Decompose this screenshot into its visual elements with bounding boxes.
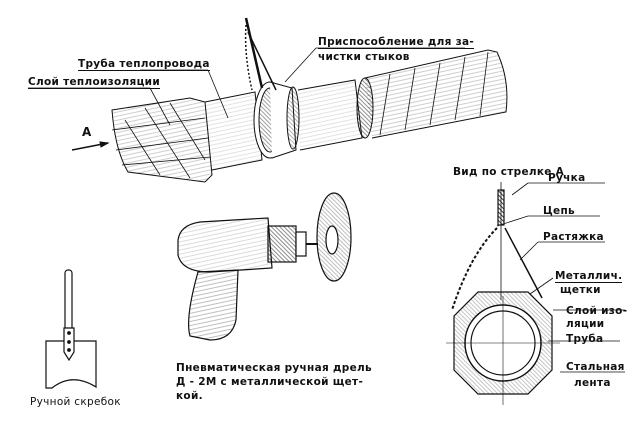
drill-grip	[188, 269, 239, 341]
drill-caption-line1: Пневматическая ручная дрель	[176, 362, 372, 374]
label-insulation-layer-line1: Слой изо-	[566, 305, 628, 317]
pipe-assembly	[28, 17, 508, 183]
pneumatic-drill	[177, 192, 352, 341]
hand-scraper	[45, 269, 97, 389]
label-device-line2: чистки стыков	[318, 51, 410, 63]
right-insulation-segment	[364, 49, 508, 139]
label-brushes-line1: Металлич.	[555, 270, 623, 283]
device-brace	[247, 31, 277, 91]
label-pipe: Труба теплопровода	[78, 58, 210, 71]
drill-caption-line2: Д - 2М с металлической щет-	[176, 376, 364, 388]
scraper-caption: Ручной скребок	[30, 396, 121, 408]
label-insulation: Слой теплоизоляции	[28, 76, 160, 89]
label-device-line1: Приспособление для за-	[318, 36, 475, 49]
section-brace	[504, 227, 543, 299]
label-handle: Ручка	[548, 172, 586, 184]
label-arrow-a: А	[82, 125, 92, 139]
scraper-blade	[45, 340, 97, 389]
label-tape-line1: Стальная	[566, 361, 625, 373]
label-section-pipe: Труба	[566, 333, 604, 345]
section-view-a	[446, 182, 625, 405]
device-chain	[244, 24, 253, 91]
section-title: Вид по стрелке А	[453, 166, 565, 178]
drill-body	[177, 217, 273, 273]
bare-pipe-segment	[204, 91, 263, 171]
label-tape-line2: лента	[574, 377, 611, 389]
label-brushes-line2: щетки	[560, 284, 601, 296]
label-chain: Цепь	[543, 205, 575, 217]
scraper-handle	[64, 269, 73, 333]
drill-caption-line3: кой.	[176, 390, 203, 402]
label-insulation-layer-line2: ляции	[566, 318, 605, 330]
device-handle	[244, 17, 264, 89]
section-chain	[451, 227, 498, 311]
left-insulation-segment	[111, 97, 213, 183]
drill-chuck	[267, 225, 297, 263]
label-brace: Растяжка	[543, 231, 604, 243]
